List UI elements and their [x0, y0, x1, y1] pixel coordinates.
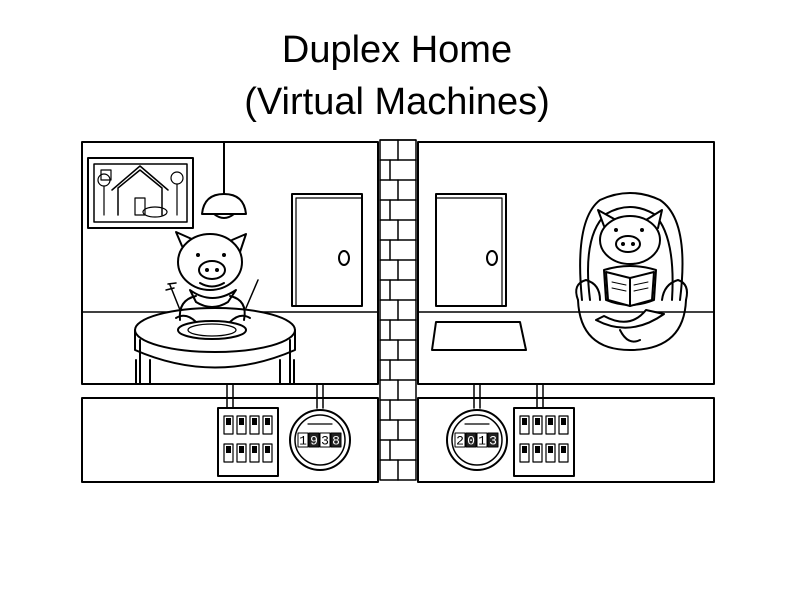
left-door [291, 193, 363, 307]
pig-reading-in-armchair [575, 192, 688, 351]
brick-wall [379, 139, 417, 481]
breaker-toggle [561, 418, 566, 425]
meter-digit-box [330, 432, 342, 448]
breaker-toggle [548, 446, 553, 453]
breaker-toggle [239, 418, 244, 425]
breaker-switch [262, 415, 273, 435]
title-line-1: Duplex Home [281, 29, 513, 71]
meter-digit-box [476, 432, 488, 448]
breaker-switch [223, 443, 234, 463]
breaker-toggle [561, 446, 566, 453]
meter-digit-box [465, 432, 477, 448]
breaker-toggle [535, 446, 540, 453]
breaker-toggle [226, 418, 231, 425]
meter-digit-box [319, 432, 331, 448]
meter-digit-box [487, 432, 499, 448]
breaker-switch [519, 443, 530, 463]
meter-digit: 0 [467, 434, 475, 449]
left-apartment [81, 141, 379, 385]
meter-digit-box [454, 432, 466, 448]
meter-digit: 3 [321, 434, 329, 449]
meter-digit: 3 [489, 434, 497, 449]
breaker-switch [519, 415, 530, 435]
breaker-toggle [535, 418, 540, 425]
breaker-switch [236, 443, 247, 463]
breaker-switch [558, 443, 569, 463]
breaker-switch [249, 443, 260, 463]
breaker-switch [532, 443, 543, 463]
right-breaker-panel [513, 407, 575, 477]
breaker-toggle [522, 418, 527, 425]
breaker-switch [545, 415, 556, 435]
meter-digit-box [297, 432, 309, 448]
ceiling-lamp [201, 141, 247, 219]
title-line-2: (Virtual Machines) [244, 81, 550, 123]
breaker-switch [545, 443, 556, 463]
breaker-toggle [265, 418, 270, 425]
breaker-switch [262, 443, 273, 463]
breaker-switch [558, 415, 569, 435]
breaker-switch [249, 415, 260, 435]
breaker-toggle [548, 418, 553, 425]
framed-house-picture [87, 157, 194, 229]
dining-table [134, 307, 296, 384]
breaker-switch [532, 415, 543, 435]
breaker-toggle [239, 446, 244, 453]
doormat [431, 321, 527, 351]
meter-digit: 1 [478, 434, 486, 449]
breaker-toggle [252, 446, 257, 453]
right-apartment [417, 141, 715, 385]
meter-digit: 8 [332, 434, 340, 449]
breaker-toggle [522, 446, 527, 453]
left-breaker-panel [217, 407, 279, 477]
right-door [435, 193, 507, 307]
meter-digit: 2 [456, 434, 464, 449]
breaker-switch [223, 415, 234, 435]
pig-eating [165, 231, 259, 323]
meter-digit: 1 [299, 434, 307, 449]
breaker-toggle [226, 446, 231, 453]
meter-digit: 9 [310, 434, 318, 449]
breaker-switch [236, 415, 247, 435]
meter-digit-box [308, 432, 320, 448]
breaker-toggle [265, 446, 270, 453]
breaker-toggle [252, 418, 257, 425]
